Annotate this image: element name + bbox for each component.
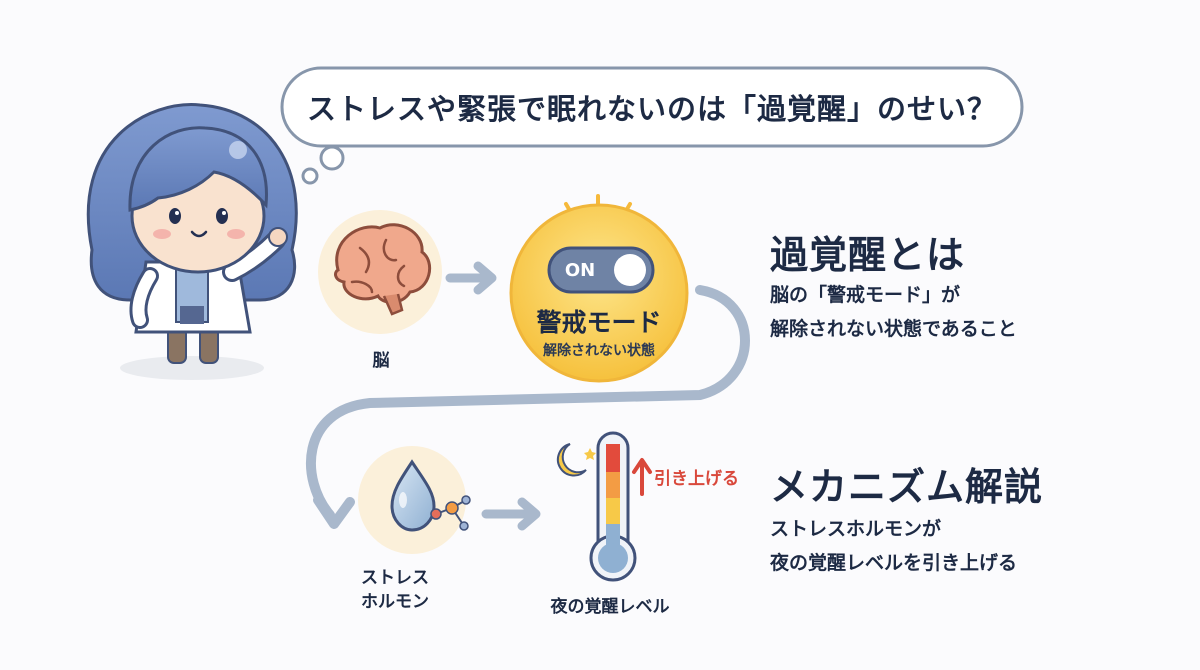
definition-heading: 過覚醒とは — [770, 233, 966, 277]
stress-hormone-icon — [358, 446, 471, 554]
up-arrow-icon — [632, 458, 652, 496]
mechanism-text: ストレスホルモンが 夜の覚醒レベルを引き上げる — [770, 512, 1017, 580]
stress-hormone-label: ストレス ホルモン — [350, 566, 440, 614]
alert-mode-subtitle: 解除されない状態 — [543, 343, 655, 359]
raise-label: 引き上げる — [654, 469, 739, 489]
molecule-icon — [430, 495, 471, 531]
stress-hormone-label-line1: ストレス — [361, 568, 429, 588]
crescent-moon-icon — [556, 443, 596, 477]
speech-bubble — [280, 66, 1024, 185]
question-text: ストレスや緊張で眠れないのは「過覚醒」のせい？ — [306, 92, 997, 126]
thermometer-icon — [589, 431, 637, 582]
alert-mode-title: 警戒モード — [536, 308, 662, 337]
flow-connector-arrowhead — [313, 495, 355, 529]
toggle-on-label: ON — [564, 260, 596, 281]
stress-hormone-label-line2: ホルモン — [361, 592, 429, 612]
alert-mode-circle — [509, 194, 689, 383]
mechanism-heading: メカニズム解説 — [770, 465, 1044, 509]
definition-line1: 脳の「警戒モード」が — [770, 284, 961, 306]
mechanism-line2: 夜の覚醒レベルを引き上げる — [770, 552, 1018, 574]
water-drop-icon — [390, 459, 436, 532]
night-arousal-label: 夜の覚醒レベル — [550, 597, 670, 617]
brain-label: 脳 — [372, 351, 390, 371]
mechanism-line1: ストレスホルモンが — [770, 518, 942, 540]
definition-line2: 解除されない状態であること — [770, 318, 1017, 340]
definition-text: 脳の「警戒モード」が 解除されない状態であること — [770, 278, 1017, 346]
flow-connector — [306, 285, 750, 520]
arrow-hormone-to-thermometer — [481, 497, 541, 531]
brain-icon — [318, 210, 442, 334]
arrow-brain-to-mode — [445, 261, 497, 295]
doctor-character — [86, 103, 298, 380]
